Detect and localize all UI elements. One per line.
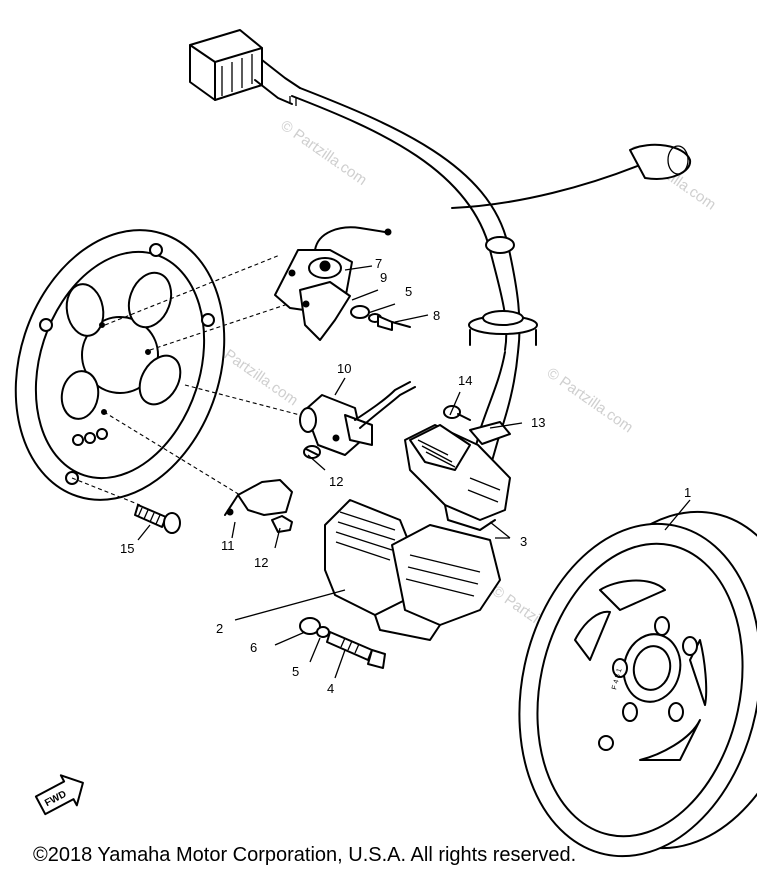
callout-5-lower: 5 (292, 664, 299, 679)
copyright-notice: ©2018 Yamaha Motor Corporation, U.S.A. A… (33, 844, 577, 866)
screw-washer-set-8 (350, 305, 411, 331)
callout-2: 2 (216, 621, 223, 636)
watermark-text: © Partzilla.com (544, 364, 637, 436)
watermark-text: © Partzilla.com (277, 117, 370, 189)
callout-9: 9 (380, 270, 387, 285)
screw-15 (134, 504, 181, 534)
callout-7: 7 (375, 256, 382, 271)
callout-leaders (137, 265, 691, 679)
flywheel-rotor: F 4 8 1 (518, 510, 757, 858)
callout-12-upper: 12 (329, 474, 343, 489)
callout-3: 3 (520, 534, 527, 549)
assembly-leaders (71, 254, 301, 506)
charge-coil-lower (324, 499, 501, 641)
bracket-11 (224, 479, 293, 533)
callout-14: 14 (458, 373, 472, 388)
callout-6: 6 (250, 640, 257, 655)
callout-10: 10 (337, 361, 351, 376)
callout-5-upper: 5 (405, 284, 412, 299)
condenser (299, 381, 416, 456)
source-coil-upper (404, 424, 511, 531)
screw-12-upper (303, 445, 321, 459)
callout-11: 11 (221, 538, 235, 553)
callout-15: 15 (120, 541, 134, 556)
fwd-arrow-icon: FWD (34, 774, 84, 816)
screw-4-washers (299, 617, 386, 669)
callout-labels: 1 2 3 4 5 5 6 7 8 9 10 11 12 12 13 14 15 (120, 256, 691, 696)
callout-1: 1 (684, 485, 691, 500)
callout-13: 13 (531, 415, 545, 430)
callout-12-lower: 12 (254, 555, 268, 570)
contact-breaker-assembly (274, 226, 392, 341)
callout-4: 4 (327, 681, 334, 696)
stator-base-plate (14, 229, 226, 501)
clamp-13-screw-14 (443, 405, 511, 445)
callout-8: 8 (433, 308, 440, 323)
